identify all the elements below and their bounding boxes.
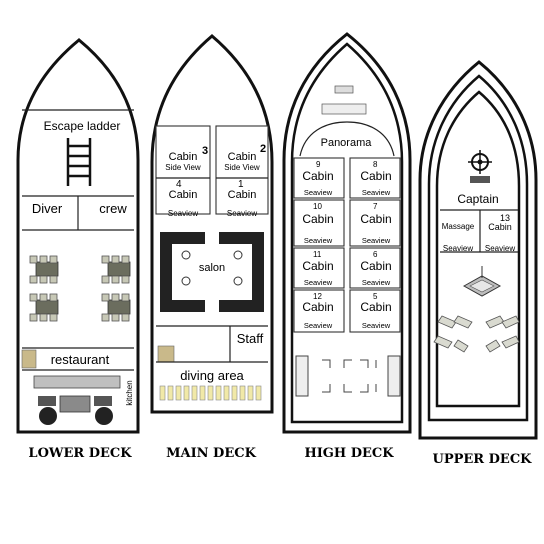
cabin-4-number: 4 <box>176 179 182 190</box>
cabin-6-title: Cabin <box>360 259 391 273</box>
diving-area-label: diving area <box>180 368 244 383</box>
jacuzzi-icon <box>462 266 502 297</box>
diver-room-label: Diver <box>32 201 63 216</box>
steering-wheel-icon <box>468 150 492 183</box>
dining-table-icon <box>29 255 59 284</box>
cabin-8-title: Cabin <box>360 169 391 183</box>
cabin-9-number: 9 <box>316 160 321 169</box>
cabin-12-title: Cabin <box>302 300 333 314</box>
lower-deck-hull <box>16 38 140 434</box>
massage-label: Massage <box>442 222 475 231</box>
upper-deck: Captain Massage Seaview 13 Cabin Seaview… <box>418 60 538 467</box>
high-deck-aft-seating <box>295 355 401 397</box>
escape-ladder-label: Escape ladder <box>44 119 121 133</box>
cabin-10-title: Cabin <box>302 212 333 226</box>
cabin-9-view: Seaview <box>304 188 333 197</box>
main-deck: 3 Cabin Side View 2 Cabin Side View 4 Ca… <box>150 34 274 461</box>
dive-tank-icon <box>159 385 262 401</box>
cabin-3-number: 3 <box>202 145 208 157</box>
cabin-1-view: Seaview <box>227 209 257 218</box>
cabin-6-view: Seaview <box>362 278 391 287</box>
cabin-11-view: Seaview <box>304 278 333 287</box>
cabin-2-view: Side View <box>224 163 260 172</box>
cabin-11-title: Cabin <box>302 259 333 273</box>
dining-table-icon <box>29 293 59 322</box>
cabin-13-number: 13 <box>500 213 510 223</box>
cabin-8-number: 8 <box>373 160 378 169</box>
captain-label: Captain <box>457 192 498 206</box>
panorama-label: Panorama <box>321 137 373 149</box>
lower-deck-title: LOWER DECK <box>28 446 132 461</box>
cabin-13-view: Seaview <box>485 244 515 253</box>
cabin-9-title: Cabin <box>302 169 333 183</box>
upper-deck-title: UPPER DECK <box>433 452 533 467</box>
cabin-4-title: Cabin <box>169 189 198 201</box>
cabin-3-title: Cabin <box>169 151 198 163</box>
kitchen-label: kitchen <box>125 380 134 405</box>
cabin-13-title: Cabin <box>488 222 512 232</box>
salon-label: salon <box>199 262 225 274</box>
staff-label: Staff <box>237 331 264 346</box>
cabin-1-title: Cabin <box>228 189 257 201</box>
high-deck-title: HIGH DECK <box>304 446 394 461</box>
engine-icon <box>33 375 121 425</box>
cabin-7-title: Cabin <box>360 212 391 226</box>
cabin-2-number: 2 <box>260 143 266 155</box>
cabin-8-view: Seaview <box>362 188 391 197</box>
cabin-4-view: Seaview <box>168 209 198 218</box>
cabin-6-number: 6 <box>373 250 378 259</box>
dining-table-icon <box>101 293 131 322</box>
high-deck: Panorama 9 Cabin Seaview 8 Cabin Seaview… <box>282 32 412 461</box>
cabin-11-number: 11 <box>313 250 322 259</box>
dining-table-icon <box>101 255 131 284</box>
cabin-3-view: Side View <box>165 163 201 172</box>
cabin-1-number: 1 <box>238 179 244 190</box>
cabin-12-view: Seaview <box>304 321 333 330</box>
ladder-icon <box>66 138 92 186</box>
lower-deck: Escape ladder Diver crew <box>16 38 140 461</box>
high-deck-cabins <box>293 157 401 333</box>
cabin-5-number: 5 <box>373 292 378 301</box>
massage-view-label: Seaview <box>443 244 473 253</box>
restaurant-label: restaurant <box>51 352 110 367</box>
cabin-7-view: Seaview <box>362 236 391 245</box>
main-deck-title: MAIN DECK <box>166 446 256 461</box>
cabin-10-view: Seaview <box>304 236 333 245</box>
sun-lounger-icon <box>433 315 520 353</box>
salon-area: salon <box>160 232 264 312</box>
cabin-5-title: Cabin <box>360 300 391 314</box>
cabin-10-number: 10 <box>313 202 322 211</box>
cabin-7-number: 7 <box>373 202 378 211</box>
cabin-12-number: 12 <box>313 292 322 301</box>
cabin-2-title: Cabin <box>228 151 257 163</box>
cabin-5-view: Seaview <box>362 321 391 330</box>
crew-room-label: crew <box>99 201 127 216</box>
